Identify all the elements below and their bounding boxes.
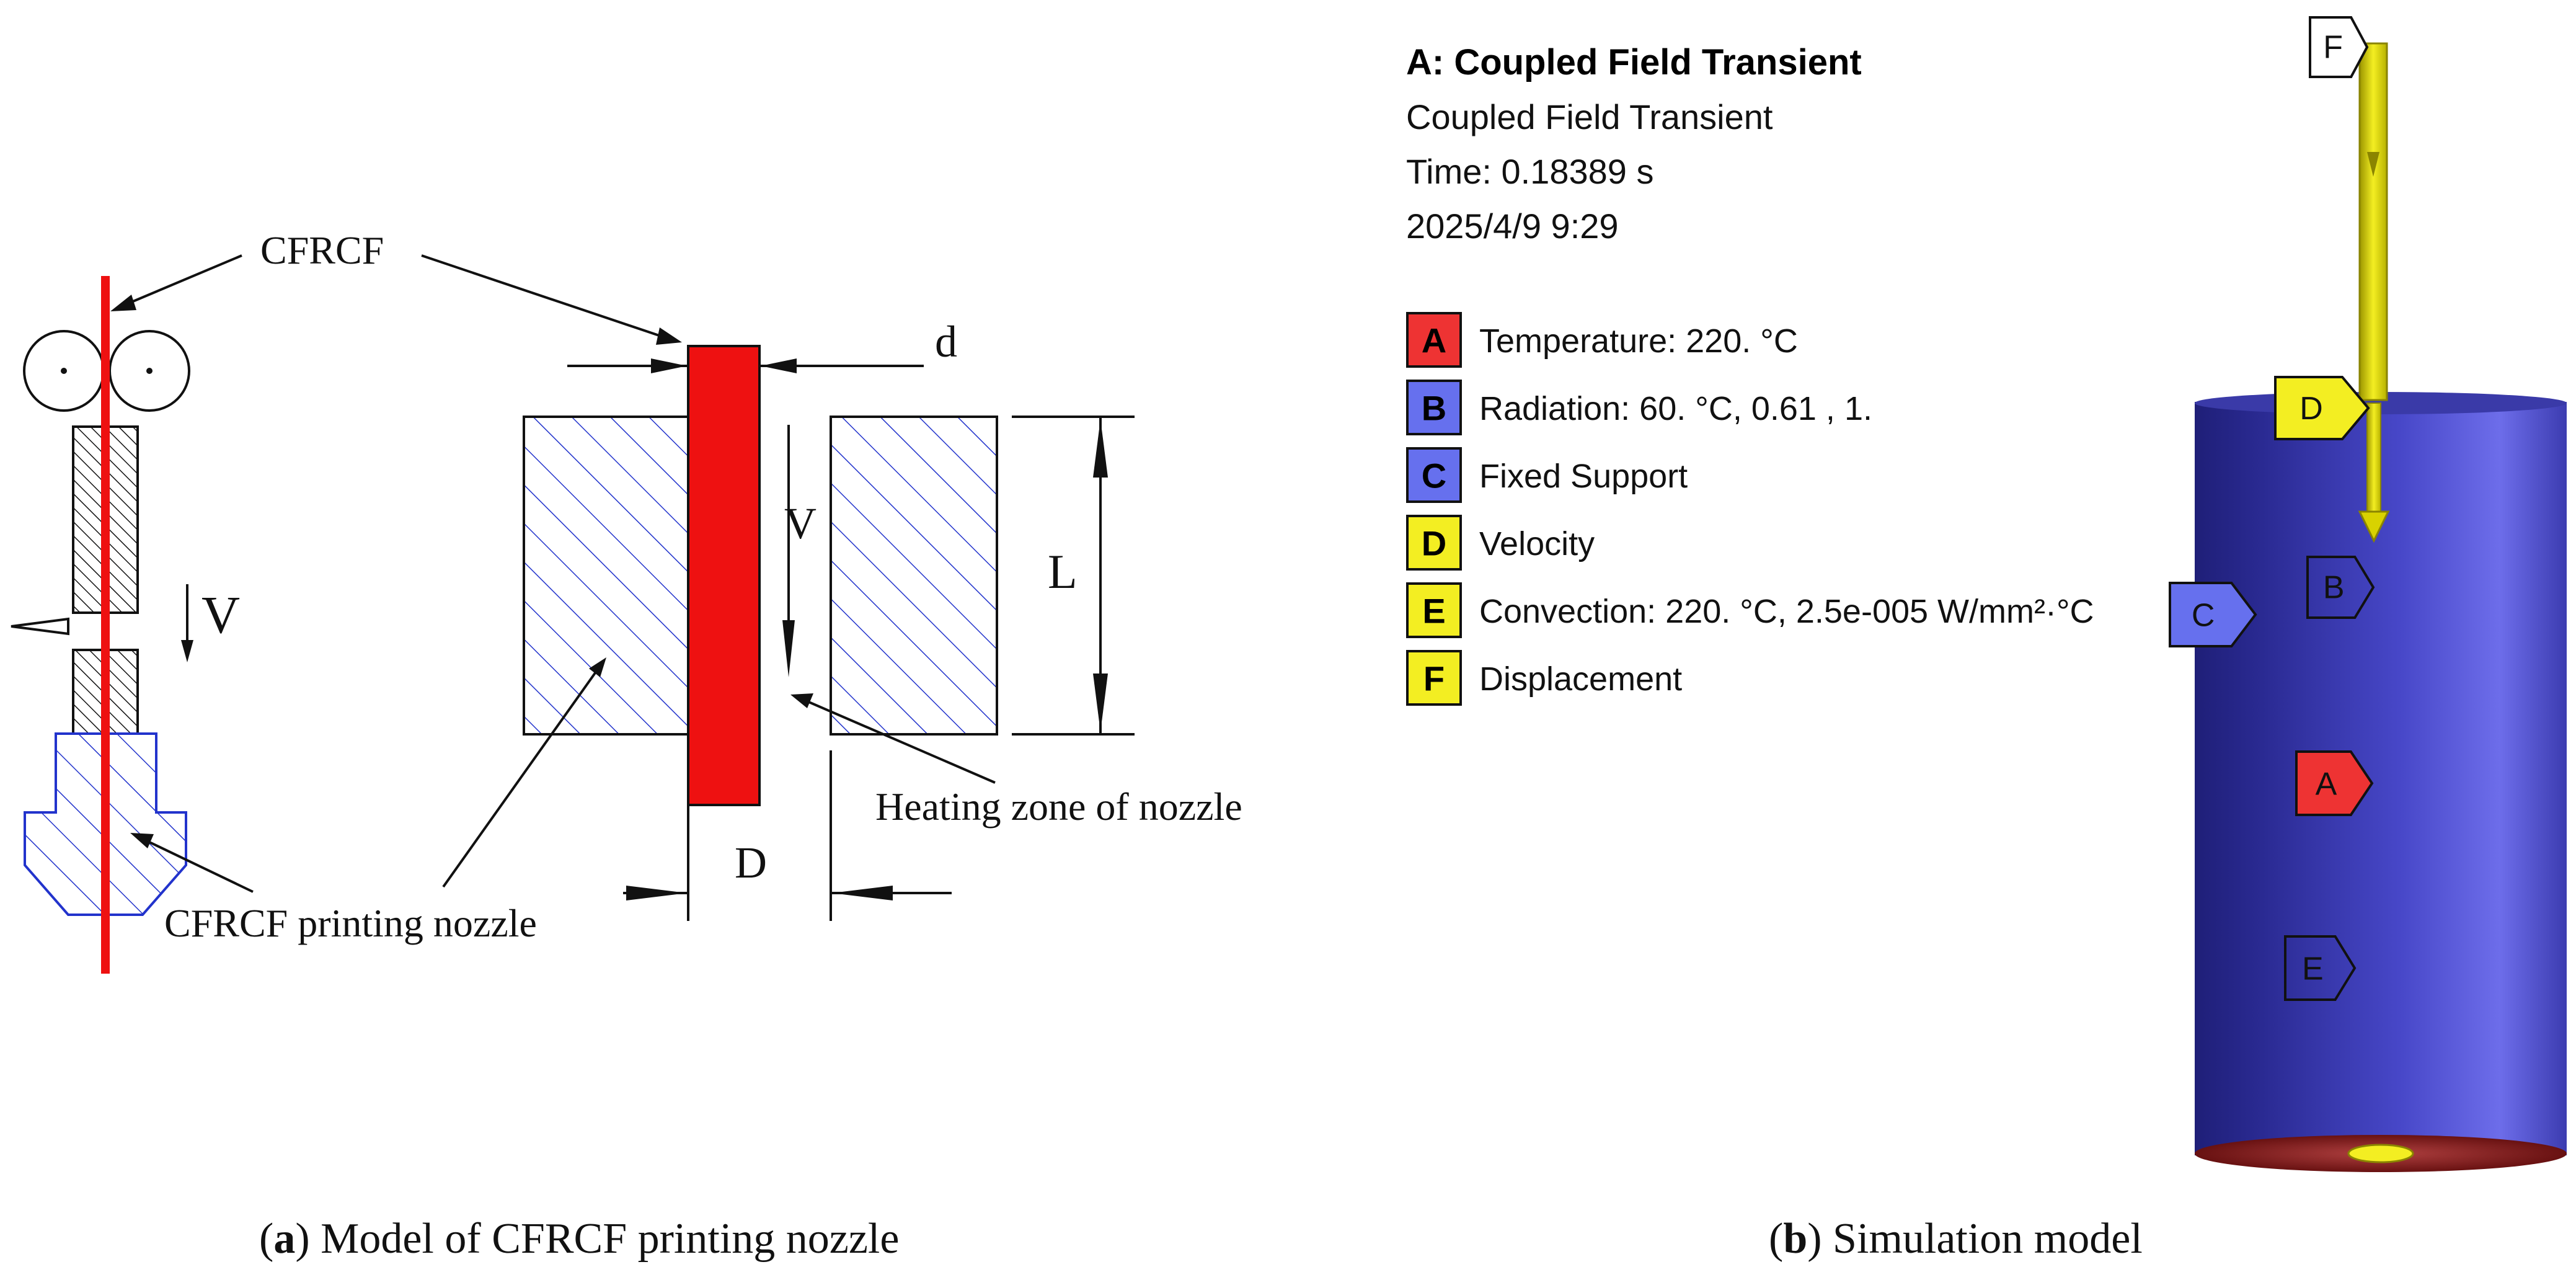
cutter-blade	[11, 617, 69, 636]
nozzle-outlet	[2347, 1144, 2414, 1163]
legend-swatch	[1406, 312, 1462, 368]
dim-dl-arrow-left	[626, 886, 687, 900]
small-nozzle-schematic: V	[11, 276, 240, 974]
model-tag-a	[2295, 750, 2374, 816]
dimension-l: L	[1012, 416, 1135, 736]
legend-text: Radiation: 60. °C, 0.61 , 1.	[1479, 390, 1872, 427]
legend-key: B	[1422, 389, 1446, 428]
panel-a-nozzle-model: V CFRCF d L	[11, 228, 1242, 1263]
fiber-in-nozzle	[687, 345, 761, 806]
cfrcf-label: CFRCF	[260, 228, 384, 272]
velocity-arrow-head	[2358, 510, 2390, 543]
printing-nozzle-label: CFRCF printing nozzle	[164, 901, 537, 945]
legend-row-e: E Convection: 220. °C, 2.5e-005 W/mm²·°C	[1406, 582, 2094, 638]
legend-row-d: D Velocity	[1406, 515, 1595, 571]
model-tag-letter: F	[2323, 29, 2343, 65]
legend-key: E	[1422, 592, 1445, 631]
cfrcf-leader-left	[126, 254, 242, 305]
boundary-condition-legend: A Temperature: 220. °C B Radiation: 60. °C,…	[1406, 312, 2094, 706]
model-tag-e	[2284, 935, 2357, 1001]
panel-b-simulation-model: A: Coupled Field Transient Coupled Field…	[1406, 16, 2567, 1263]
model-tag-f	[2309, 16, 2369, 78]
dimension-d-large: D	[623, 750, 952, 921]
simulation-title: A: Coupled Field Transient	[1406, 42, 1862, 82]
legend-swatch	[1406, 582, 1462, 638]
heater-block-left	[523, 416, 689, 736]
dim-dl-label: D	[735, 838, 767, 887]
simulation-subtitle: Coupled Field Transient	[1406, 97, 1773, 136]
legend-text: Velocity	[1479, 525, 1595, 562]
legend-key: D	[1422, 524, 1446, 563]
heating-zone-label: Heating zone of nozzle	[875, 785, 1242, 829]
legend-text: Fixed Support	[1479, 458, 1688, 495]
model-tag-letter: C	[2192, 597, 2215, 633]
model-tag-letter: D	[2299, 391, 2323, 427]
leader-printing-nozzle-head	[130, 833, 154, 848]
legend-key: A	[1422, 321, 1446, 360]
legend-swatch	[1406, 515, 1462, 571]
dim-d-arrow-left	[651, 358, 687, 373]
legend-swatch	[1406, 447, 1462, 503]
dim-l-arrow-top	[1093, 419, 1108, 478]
legend-swatch	[1406, 380, 1462, 435]
model-tag-c	[2169, 582, 2257, 647]
legend-key: F	[1423, 659, 1445, 698]
v-label-right: V	[784, 499, 817, 548]
cfrcf-leader-left-head	[110, 295, 136, 311]
simulation-header: A: Coupled Field Transient Coupled Field…	[1406, 42, 1862, 246]
legend-text: Temperature: 220. °C	[1479, 322, 1798, 360]
caption-a: (a) Model of CFRCF printing nozzle	[259, 1215, 899, 1263]
model-tag-letter: E	[2302, 951, 2324, 987]
legend-row-b: B Radiation: 60. °C, 0.61 , 1.	[1406, 380, 1872, 435]
dim-dl-arrow-right	[832, 886, 893, 900]
displacement-arrow-tip-mark	[2367, 152, 2379, 177]
legend-row-c: C Fixed Support	[1406, 447, 1688, 503]
heating-zone-section	[523, 345, 998, 806]
model-tag-letter: A	[2316, 766, 2337, 802]
model-tags: F D C B A E	[2169, 16, 2375, 1001]
cfrcf-leader-right	[421, 254, 667, 339]
leader-heater-block	[442, 672, 596, 888]
legend-key: C	[1422, 456, 1446, 496]
caption-b: (b) Simulation model	[1769, 1215, 2143, 1263]
dim-d-label: d	[935, 317, 957, 367]
legend-text: Displacement	[1479, 660, 1682, 698]
model-tag-letter: B	[2323, 570, 2345, 606]
model-tag-d	[2274, 376, 2370, 440]
v-label-left: V	[201, 585, 240, 644]
roller-axle-left	[61, 368, 67, 374]
legend-text: Convection: 220. °C, 2.5e-005 W/mm²·°C	[1479, 593, 2094, 630]
displacement-arrow-shaft	[2358, 42, 2388, 401]
model-tag-b	[2306, 556, 2375, 619]
v-arrow-head-left	[181, 640, 193, 662]
dim-l-arrow-bottom	[1093, 674, 1108, 732]
legend-row-a: A Temperature: 220. °C	[1406, 312, 1798, 368]
legend-swatch	[1406, 650, 1462, 706]
leader-heating-zone-head	[790, 693, 813, 708]
legend-row-f: F Displacement	[1406, 650, 1682, 706]
cfrcf-leader-right-head	[656, 327, 682, 345]
leader-heating-zone	[805, 700, 996, 784]
heater-block-right	[830, 416, 998, 736]
simulation-time: Time: 0.18389 s	[1406, 152, 1653, 191]
dim-l-label: L	[1048, 545, 1078, 598]
roller-axle-right	[146, 368, 153, 374]
leader-printing-nozzle	[145, 839, 254, 893]
v-arrow-head-right	[782, 620, 795, 677]
dimension-d-small: d	[567, 317, 957, 373]
simulation-date: 2025/4/9 9:29	[1406, 207, 1619, 246]
velocity-arrow-shaft	[2366, 402, 2381, 515]
dim-d-arrow-right	[761, 358, 797, 373]
leader-heater-block-head	[589, 657, 606, 677]
